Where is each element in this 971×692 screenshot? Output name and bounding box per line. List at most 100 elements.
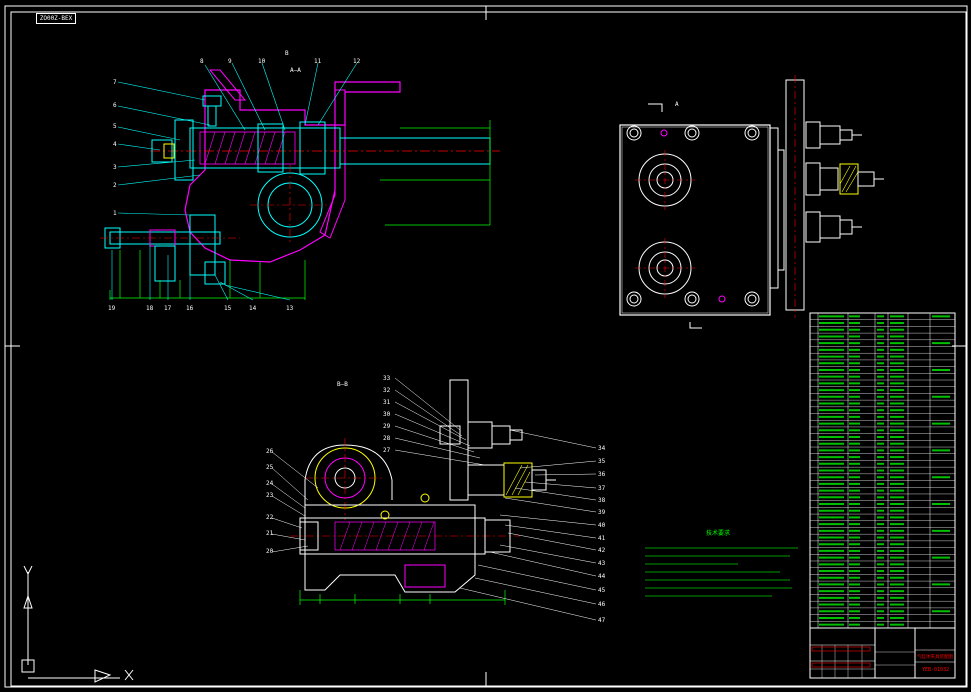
bottom-screw-upper — [439, 421, 523, 449]
title-red-band — [811, 646, 871, 652]
balloon-42: 42 — [598, 547, 606, 554]
balloon-12: 12 — [353, 58, 361, 65]
title-block-name: 气缸体夹具装配图 — [917, 653, 953, 660]
top-left-balloons-top: 8 9 10 11 12 — [200, 58, 361, 65]
balloon-14: 14 — [249, 305, 257, 312]
end-nut-core — [163, 143, 175, 159]
fixture-plate — [619, 124, 771, 316]
bottom-right-balloons-upper: 33 32 31 30 29 28 27 — [383, 375, 391, 454]
plate-bolt-holes — [626, 125, 760, 307]
balloon-8: 8 — [200, 58, 204, 65]
balloon-18: 18 — [146, 305, 154, 312]
balloon-35: 35 — [598, 458, 606, 465]
view-arrow-a-top — [648, 103, 663, 112]
bottom-screw-lower — [467, 462, 556, 498]
balloon-26: 26 — [266, 448, 274, 455]
balloon-2: 2 — [113, 182, 117, 189]
balloon-34: 34 — [598, 445, 606, 452]
title-block-cells — [810, 645, 915, 678]
balloon-15: 15 — [224, 305, 232, 312]
parts-list-rows — [810, 319, 955, 622]
balloon-46: 46 — [598, 601, 606, 608]
pin-hole-top — [660, 129, 668, 137]
housing-top-wall — [208, 69, 247, 101]
balloon-31: 31 — [383, 399, 391, 406]
tech-notes-title: 技术要求 — [706, 529, 730, 537]
balloon-3: 3 — [113, 164, 117, 171]
bottom-left-balloons: 26 25 24 23 22 21 20 — [266, 448, 274, 555]
fixture-plate-inner — [621, 126, 769, 314]
balloon-28: 28 — [383, 435, 391, 442]
view-arrow-a-bottom — [689, 322, 702, 329]
inner-frame — [10, 11, 967, 687]
balloon-45: 45 — [598, 587, 606, 594]
balloon-32: 32 — [383, 387, 391, 394]
section-label-b: B — [285, 50, 289, 57]
balloon-10: 10 — [258, 58, 266, 65]
bottom-end-cap — [299, 521, 319, 551]
balloon-43: 43 — [598, 560, 606, 567]
balloon-41: 41 — [598, 535, 606, 542]
top-bolt-shank — [207, 105, 217, 127]
balloon-11: 11 — [314, 58, 322, 65]
title-block: 气缸体夹具装配图 YEB-01032 — [809, 627, 956, 679]
bottom-housing — [304, 504, 476, 593]
main-shaft-body — [189, 127, 341, 169]
balloon-44: 44 — [598, 573, 606, 580]
collar-right — [299, 121, 326, 175]
section-label-bb: B—B — [337, 381, 348, 388]
end-nut — [151, 139, 173, 163]
bottom-small-pin — [420, 493, 430, 503]
balloon-25: 25 — [266, 464, 274, 471]
housing-outline — [184, 81, 401, 263]
balloon-21: 21 — [266, 530, 274, 537]
bottom-dimensions — [299, 590, 506, 605]
tech-notes-lines — [645, 547, 798, 597]
bottom-section-view: B—B — [266, 375, 606, 624]
lower-flange — [189, 214, 216, 276]
bottom-end-nut — [484, 519, 511, 553]
bottom-small-pin-2 — [380, 510, 390, 520]
technical-notes: 技术要求 — [645, 529, 798, 597]
parts-list-table — [809, 312, 956, 629]
drawing-code-box: ZO00Z-BEX — [36, 13, 76, 24]
top-left-section-view: 7 6 5 4 3 2 1 8 9 10 11 12 19 18 17 16 1… — [100, 50, 500, 312]
balloon-6: 6 — [113, 102, 117, 109]
view-arrow-a-label: A — [675, 101, 679, 108]
parts-list-entries — [819, 315, 950, 626]
bottom-screw-hatch — [505, 464, 531, 496]
balloon-37: 37 — [598, 485, 606, 492]
balloon-9: 9 — [228, 58, 232, 65]
top-left-balloons-bottom: 19 18 17 16 15 14 13 — [108, 305, 294, 312]
balloon-4: 4 — [113, 141, 117, 148]
bottom-left-leaders — [271, 451, 319, 553]
side-rail-1 — [769, 127, 779, 289]
title-block-code: YEB-01032 — [922, 667, 949, 673]
top-left-dimensions — [109, 120, 491, 300]
bottom-post — [449, 379, 469, 501]
collar-left — [257, 123, 284, 173]
balloon-5: 5 — [113, 123, 117, 130]
dome-outline — [304, 444, 393, 520]
clamp-screw-1 — [805, 121, 862, 149]
balloon-27: 27 — [383, 447, 391, 454]
balloon-36: 36 — [598, 471, 606, 478]
balloon-39: 39 — [598, 509, 606, 516]
title-red-band-2 — [811, 662, 871, 668]
side-rail-2 — [777, 149, 785, 271]
bottom-right-leaders — [394, 377, 597, 621]
shaft-hatch-band — [199, 131, 296, 165]
balloon-30: 30 — [383, 411, 391, 418]
flange-plate — [174, 119, 194, 181]
top-left-balloons-left: 7 6 5 4 3 2 1 — [113, 79, 117, 217]
top-left-leaders — [111, 62, 358, 301]
parts-list-columns — [817, 313, 931, 628]
shaft-hatching — [204, 131, 286, 165]
section-label-a: A—A — [290, 67, 301, 74]
balloon-47: 47 — [598, 617, 606, 624]
clamp-screw-2-hatch — [839, 165, 859, 193]
balloon-24: 24 — [266, 480, 274, 487]
balloon-7: 7 — [113, 79, 117, 86]
